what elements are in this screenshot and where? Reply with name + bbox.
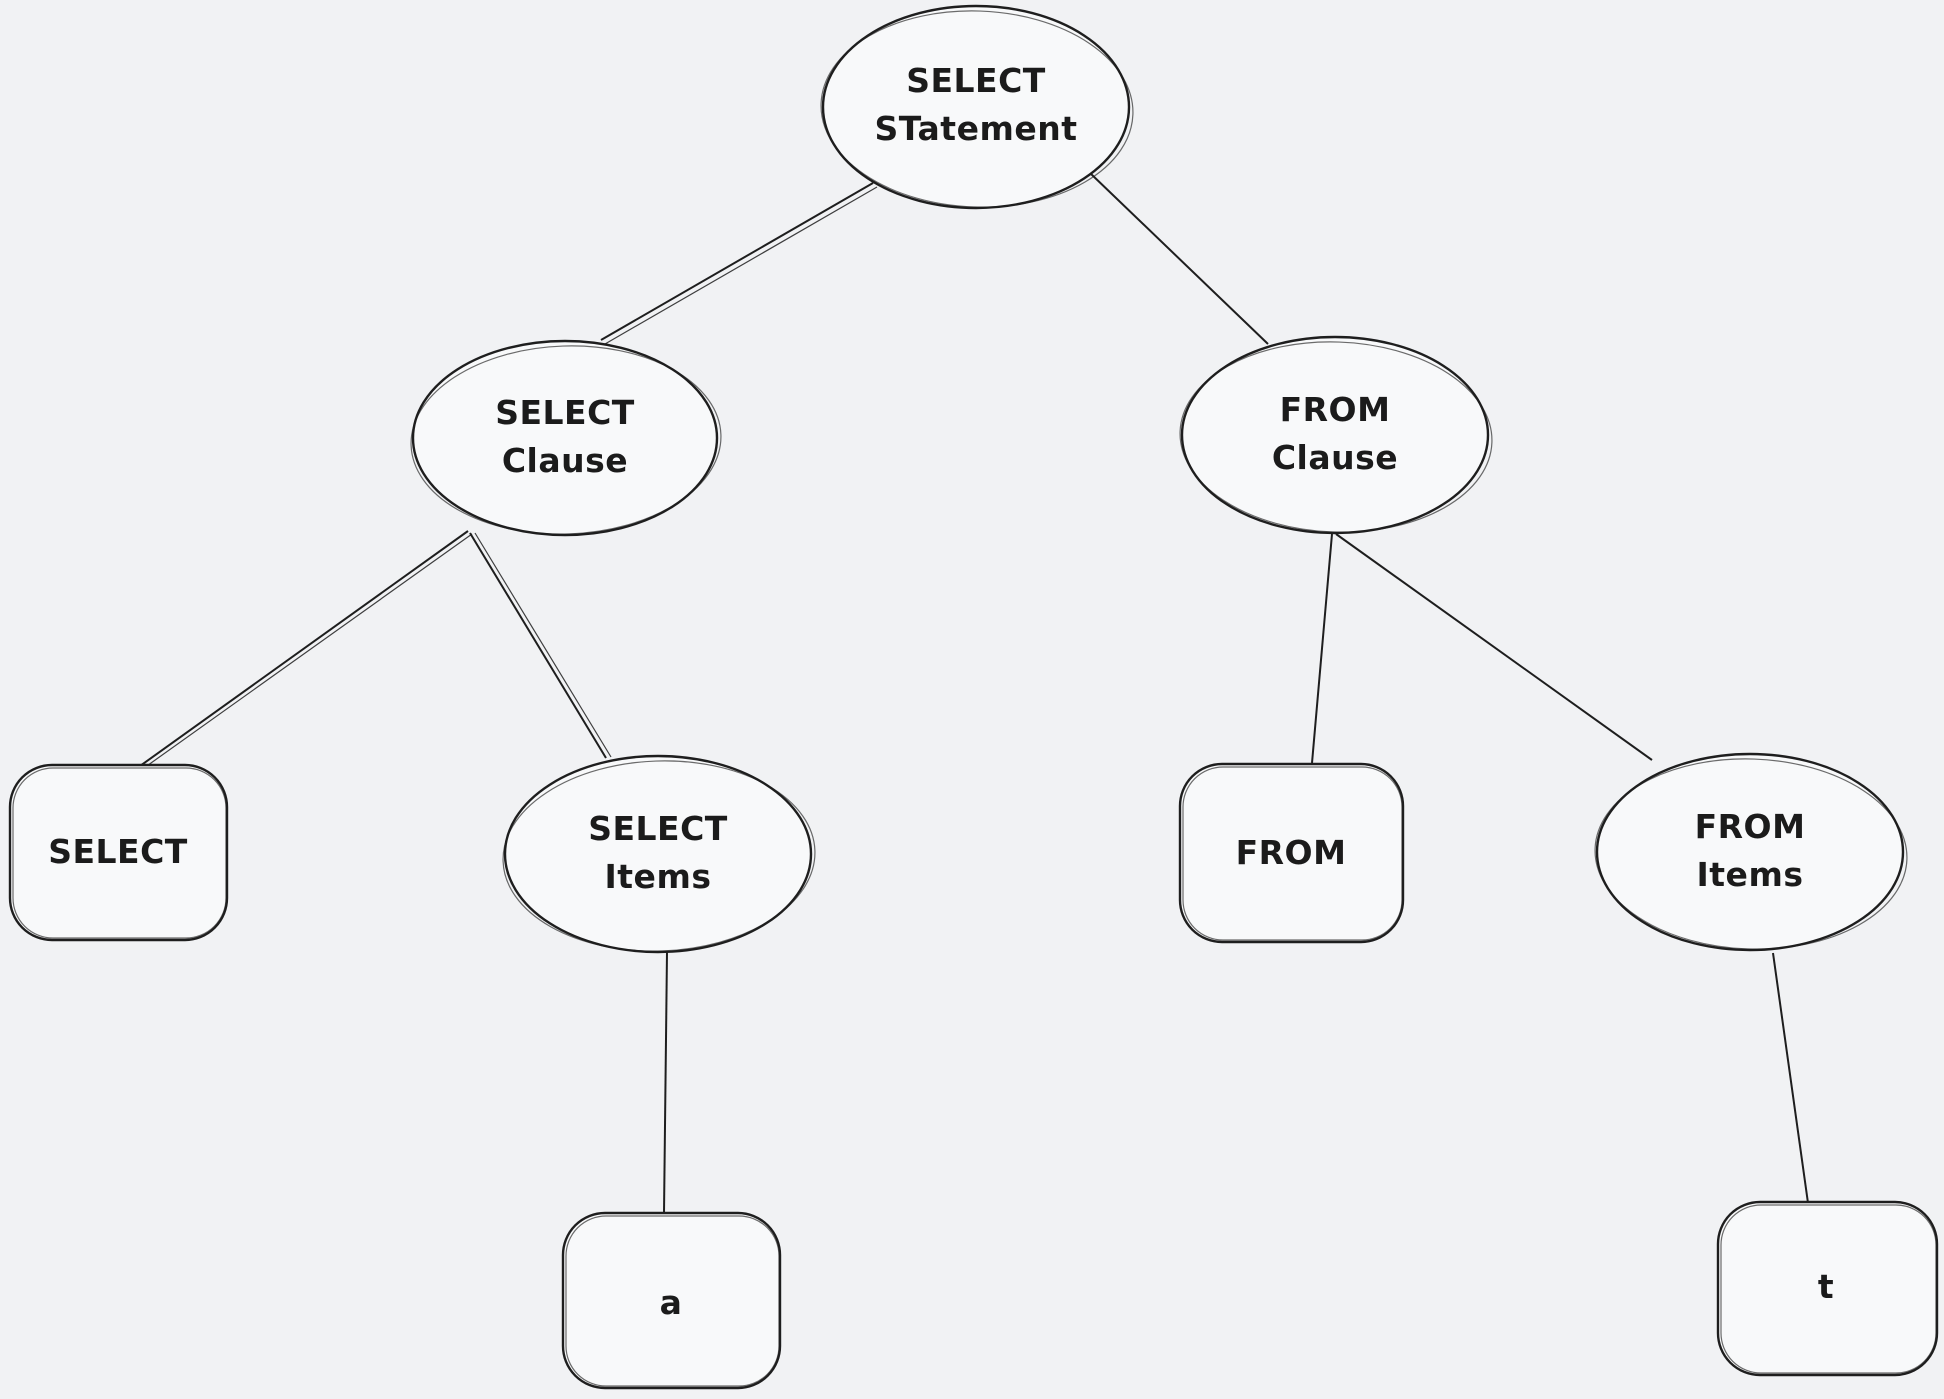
node-select-keyword-label: SELECT <box>48 832 188 872</box>
edge-from-items-t <box>1772 952 1809 1204</box>
node-from-item-t <box>1716 1200 1939 1377</box>
node-select-item-a-sketch <box>565 1215 780 1387</box>
node-from-items <box>1595 752 1905 952</box>
node-from-keyword-sketch <box>1182 766 1403 941</box>
edge-select-items-a <box>663 951 668 1214</box>
edge-select-clause-select-keyword-sketch <box>143 533 473 769</box>
node-from-items-label: FROM Items <box>1694 807 1806 894</box>
node-from-item-t-sketch <box>1720 1204 1937 1374</box>
edge-root-from-clause <box>1089 172 1269 345</box>
node-from-keyword-label: FROM <box>1235 833 1347 873</box>
edge-root-select-clause-sketch <box>604 186 878 345</box>
edges <box>139 172 1809 1214</box>
node-select-items-label: SELECT Items <box>588 809 728 896</box>
node-from-clause <box>1180 335 1490 535</box>
node-select-clause-label: SELECT Clause <box>495 393 635 480</box>
node-select-statement <box>821 4 1131 210</box>
node-from-clause-label: FROM Clause <box>1271 390 1399 477</box>
node-from-items-sketch <box>1594 758 1908 950</box>
node-select-items-sketch <box>502 760 816 952</box>
node-from-item-t-label: t <box>1817 1267 1835 1307</box>
edge-select-clause-select-items-sketch <box>474 532 612 758</box>
node-select-statement-sketch <box>820 10 1134 208</box>
node-select-keyword-sketch <box>12 767 227 939</box>
node-select-item-a-label: a <box>659 1283 683 1323</box>
node-select-item-a <box>561 1211 782 1390</box>
edge-select-clause-select-items <box>469 532 607 759</box>
node-select-statement-label: SELECT STatement <box>874 61 1078 148</box>
edge-from-clause-from-keyword <box>1311 533 1333 764</box>
node-select-items <box>503 754 813 954</box>
node-from-keyword <box>1178 762 1405 944</box>
node-from-clause-sketch <box>1179 341 1493 533</box>
node-select-clause <box>411 339 719 537</box>
nodes <box>8 4 1939 1390</box>
edge-from-clause-from-items <box>1335 533 1653 761</box>
edge-root-select-clause <box>600 182 874 341</box>
node-select-keyword <box>8 763 229 942</box>
node-select-clause-sketch <box>410 345 722 535</box>
edge-select-clause-select-keyword <box>139 530 469 767</box>
